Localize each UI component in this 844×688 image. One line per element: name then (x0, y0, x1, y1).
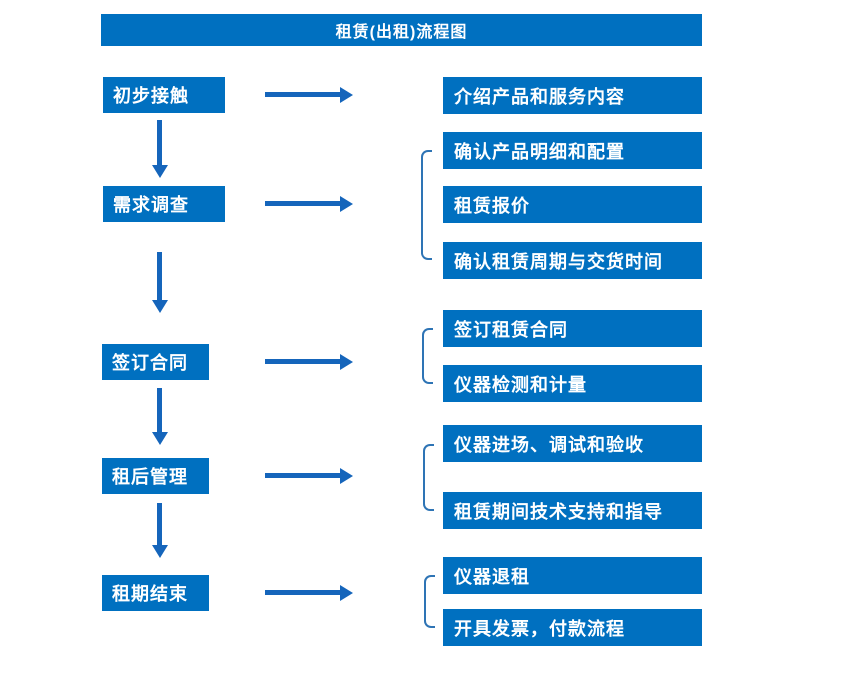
stage-box-needs-survey: 需求调查 (103, 186, 225, 222)
detail-box-sign-rental-contract: 签订租赁合同 (443, 310, 702, 347)
arrow-right-icon-1 (265, 86, 353, 103)
stage-box-sign-contract: 签订合同 (102, 344, 209, 380)
bracket-icon-sign-contract (422, 328, 433, 384)
detail-box-confirm-product-config: 确认产品明细和配置 (443, 132, 702, 169)
arrow-right-icon-5 (265, 584, 353, 601)
arrow-right-icon-3 (265, 353, 353, 370)
bracket-icon-needs-survey (421, 150, 432, 260)
stage-box-rental-end: 租期结束 (102, 575, 209, 611)
arrow-down-icon-4 (151, 503, 168, 558)
flowchart-title: 租赁(出租)流程图 (101, 14, 702, 46)
arrow-down-icon-2 (151, 252, 168, 313)
detail-box-instrument-inspection: 仪器检测和计量 (443, 365, 702, 402)
bracket-icon-rental-end (424, 575, 435, 628)
arrow-right-icon-4 (265, 467, 353, 484)
detail-box-technical-support: 租赁期间技术支持和指导 (443, 492, 702, 529)
stage-box-post-rental-management: 租后管理 (102, 458, 209, 494)
detail-box-confirm-period-delivery: 确认租赁周期与交货时间 (443, 242, 702, 279)
stage-box-initial-contact: 初步接触 (103, 77, 225, 113)
arrow-down-icon-3 (151, 388, 168, 445)
arrow-right-icon-2 (265, 195, 353, 212)
detail-box-rental-quote: 租赁报价 (443, 186, 702, 223)
detail-box-invoice-payment: 开具发票，付款流程 (443, 609, 702, 646)
detail-box-instrument-return: 仪器退租 (443, 557, 702, 594)
arrow-down-icon-1 (151, 120, 168, 178)
bracket-icon-post-rental-management (423, 444, 434, 511)
detail-box-instrument-setup-acceptance: 仪器进场、调试和验收 (443, 425, 702, 462)
detail-box-introduce-products-services: 介绍产品和服务内容 (443, 77, 702, 114)
